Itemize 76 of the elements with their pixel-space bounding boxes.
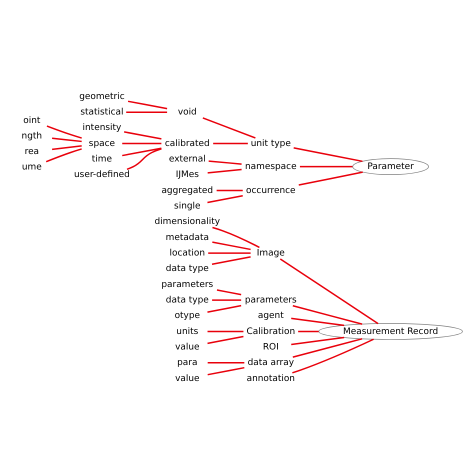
node-text: geometric (79, 91, 125, 102)
node-text: void (178, 107, 197, 118)
connector (298, 330, 319, 332)
connector (207, 304, 242, 312)
connector (122, 142, 162, 144)
connector (212, 256, 251, 264)
connector (208, 252, 251, 254)
node-text: value (175, 373, 200, 384)
node-ellipse: Parameter (352, 158, 429, 175)
node-text: IJMes (176, 170, 199, 180)
connector (294, 146, 363, 162)
connector (122, 147, 162, 156)
connector (208, 168, 242, 174)
connector (126, 111, 168, 112)
node-text: space (88, 138, 116, 148)
node-text: aggregated (161, 185, 214, 196)
node-text: single (174, 200, 201, 211)
connector (208, 362, 244, 363)
connector (280, 258, 378, 324)
node-text: data array (248, 358, 294, 368)
node-text: ume (22, 162, 42, 172)
connector (208, 330, 244, 332)
connector (207, 194, 243, 203)
connector (208, 160, 242, 164)
node-text: ngth (22, 130, 42, 141)
node-text: user-defined (74, 170, 130, 180)
connector (124, 130, 162, 140)
node-text: ROI (262, 342, 279, 352)
connector (207, 335, 244, 344)
node-text: data type (166, 264, 209, 274)
connector (291, 317, 344, 326)
connector (212, 240, 251, 250)
node-text: annotation (246, 373, 295, 384)
connector (216, 189, 243, 191)
node-text: Image (256, 248, 285, 258)
node-text: otype (174, 310, 200, 321)
connector (212, 298, 242, 300)
node-text: oint (23, 115, 40, 126)
node-text: location (170, 248, 206, 258)
connector (52, 144, 82, 150)
node-text: data type (166, 294, 209, 305)
connector (208, 366, 244, 375)
node-text: unit type (250, 138, 291, 148)
node-text: calibrated (164, 138, 210, 148)
connector (128, 100, 168, 109)
node-text: Calibration (246, 326, 296, 336)
connector (202, 116, 256, 138)
connector (292, 338, 362, 358)
connector (212, 226, 260, 248)
node-text: agent (258, 310, 284, 321)
node-text: para (177, 358, 198, 368)
node-text: time (92, 154, 112, 164)
node-text: intensity (82, 122, 122, 133)
node-text: units (176, 326, 198, 336)
connector (300, 165, 352, 167)
node-text: occurrence (246, 185, 296, 196)
node-ellipse: Measurement Record (318, 322, 463, 340)
connector (292, 304, 362, 324)
connector (46, 124, 82, 138)
node-text: external (168, 154, 206, 164)
connector (213, 142, 248, 144)
connector (292, 338, 374, 374)
node-text: namespace (245, 161, 297, 172)
node-text: parameters (161, 279, 214, 290)
connector (216, 288, 242, 295)
node-text: rea (24, 146, 40, 157)
connector (126, 148, 162, 170)
connector (46, 148, 82, 162)
node-text: parameters (244, 294, 297, 305)
node-text: value (175, 342, 200, 352)
node-text: dimensionality (154, 216, 220, 227)
connector (298, 170, 363, 186)
connector (52, 136, 82, 142)
node-text: metadata (166, 232, 209, 242)
node-text: statistical (80, 107, 124, 118)
connector (291, 336, 344, 345)
